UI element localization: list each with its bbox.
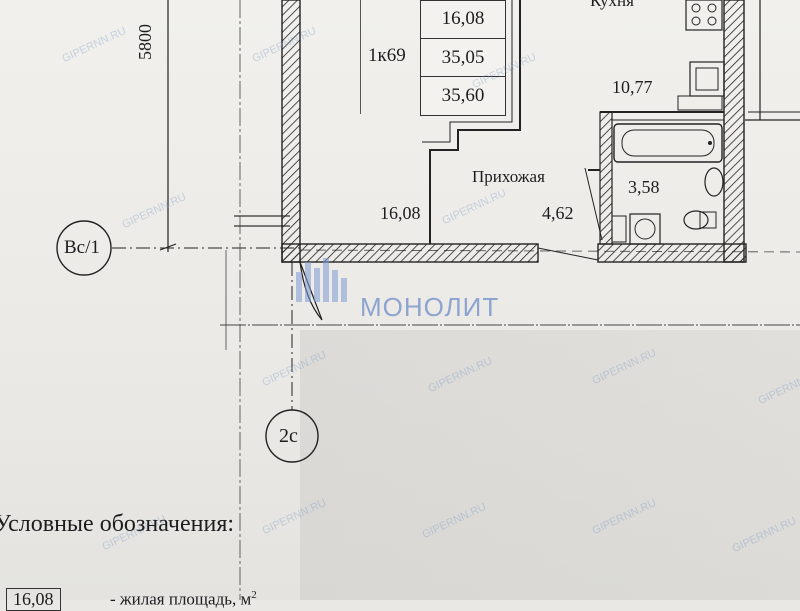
wall-right: [723, 0, 745, 263]
room-hall-label: Прихожая: [472, 167, 545, 186]
wall-bottom-right: [597, 243, 747, 263]
apartment-area-table: 16,08 35,05 35,60: [420, 0, 506, 116]
living-area: 16,08: [380, 203, 421, 223]
area-with-balcony: 35,60: [421, 76, 505, 115]
monolit-logo-mark: [296, 258, 347, 302]
axis-marker-column: [265, 409, 319, 463]
stove: [685, 0, 723, 31]
kitchen-area: 10,77: [612, 77, 653, 97]
apartment-code-frame: [360, 0, 421, 114]
washing-machine: [629, 213, 661, 245]
photo-shadow: [300, 330, 800, 600]
legend-item-text: - жилая площадь, м2: [110, 589, 257, 609]
watermark-logo: МОНОЛИТ: [360, 292, 500, 322]
wall-bathroom: [599, 111, 613, 245]
toilet: [683, 210, 709, 230]
room-kitchen-label: Кухня: [590, 0, 634, 10]
kitchen-sink: [689, 61, 725, 97]
axis-label-column: 2с: [279, 425, 298, 447]
bathroom-area: 3,58: [628, 177, 660, 197]
legend-title: Условные обозначения:: [0, 511, 235, 537]
legend-sample-value: 16,08: [13, 589, 54, 609]
hall-area: 4,62: [542, 203, 574, 223]
axis-marker-row: [56, 220, 112, 276]
area-total: 35,05: [421, 38, 505, 77]
apartment-code: 1к69: [368, 45, 406, 66]
wall-bottom-left: [281, 243, 539, 263]
bathroom-sink: [704, 167, 724, 197]
dimension-label: 5800: [135, 24, 155, 60]
bathtub: [613, 123, 723, 163]
area-living: 16,08: [441, 8, 485, 29]
axis-label-row: Вс/1: [64, 237, 100, 258]
